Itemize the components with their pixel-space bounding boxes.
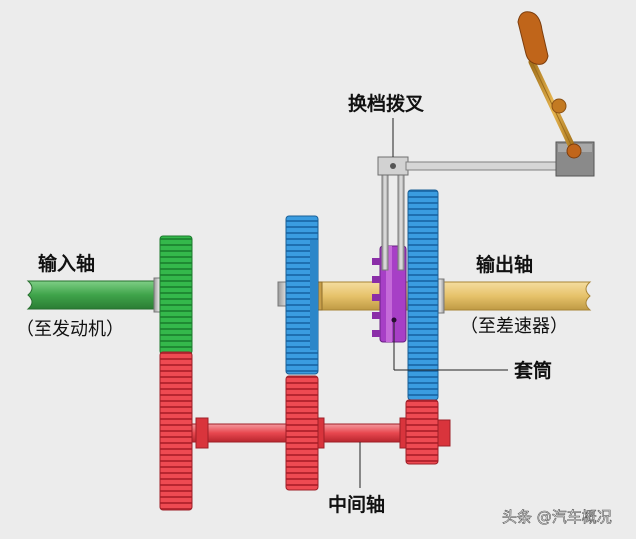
- sleeve-label: 套筒: [513, 359, 552, 382]
- shift-fork-icon: [377, 118, 559, 271]
- output-shaft-label: 输出轴: [476, 253, 533, 276]
- gear-shift-lever-icon: [517, 11, 595, 177]
- input-shaft: [26, 277, 165, 313]
- output-shaft-note: （至差速器）: [460, 316, 568, 337]
- first-counter-gear: [405, 399, 439, 465]
- input-gear: [159, 235, 193, 511]
- first-output-gear: [407, 189, 439, 401]
- countershaft-label: 中间轴: [328, 493, 385, 516]
- shift-fork-label: 换档拨叉: [348, 92, 425, 115]
- watermark: 头条 @汽车概况: [502, 508, 612, 526]
- second-counter-gear: [285, 375, 319, 491]
- second-output-gear: [285, 215, 319, 375]
- input-shaft-label: 输入轴: [38, 252, 95, 275]
- input-shaft-note: （至发动机）: [16, 319, 124, 340]
